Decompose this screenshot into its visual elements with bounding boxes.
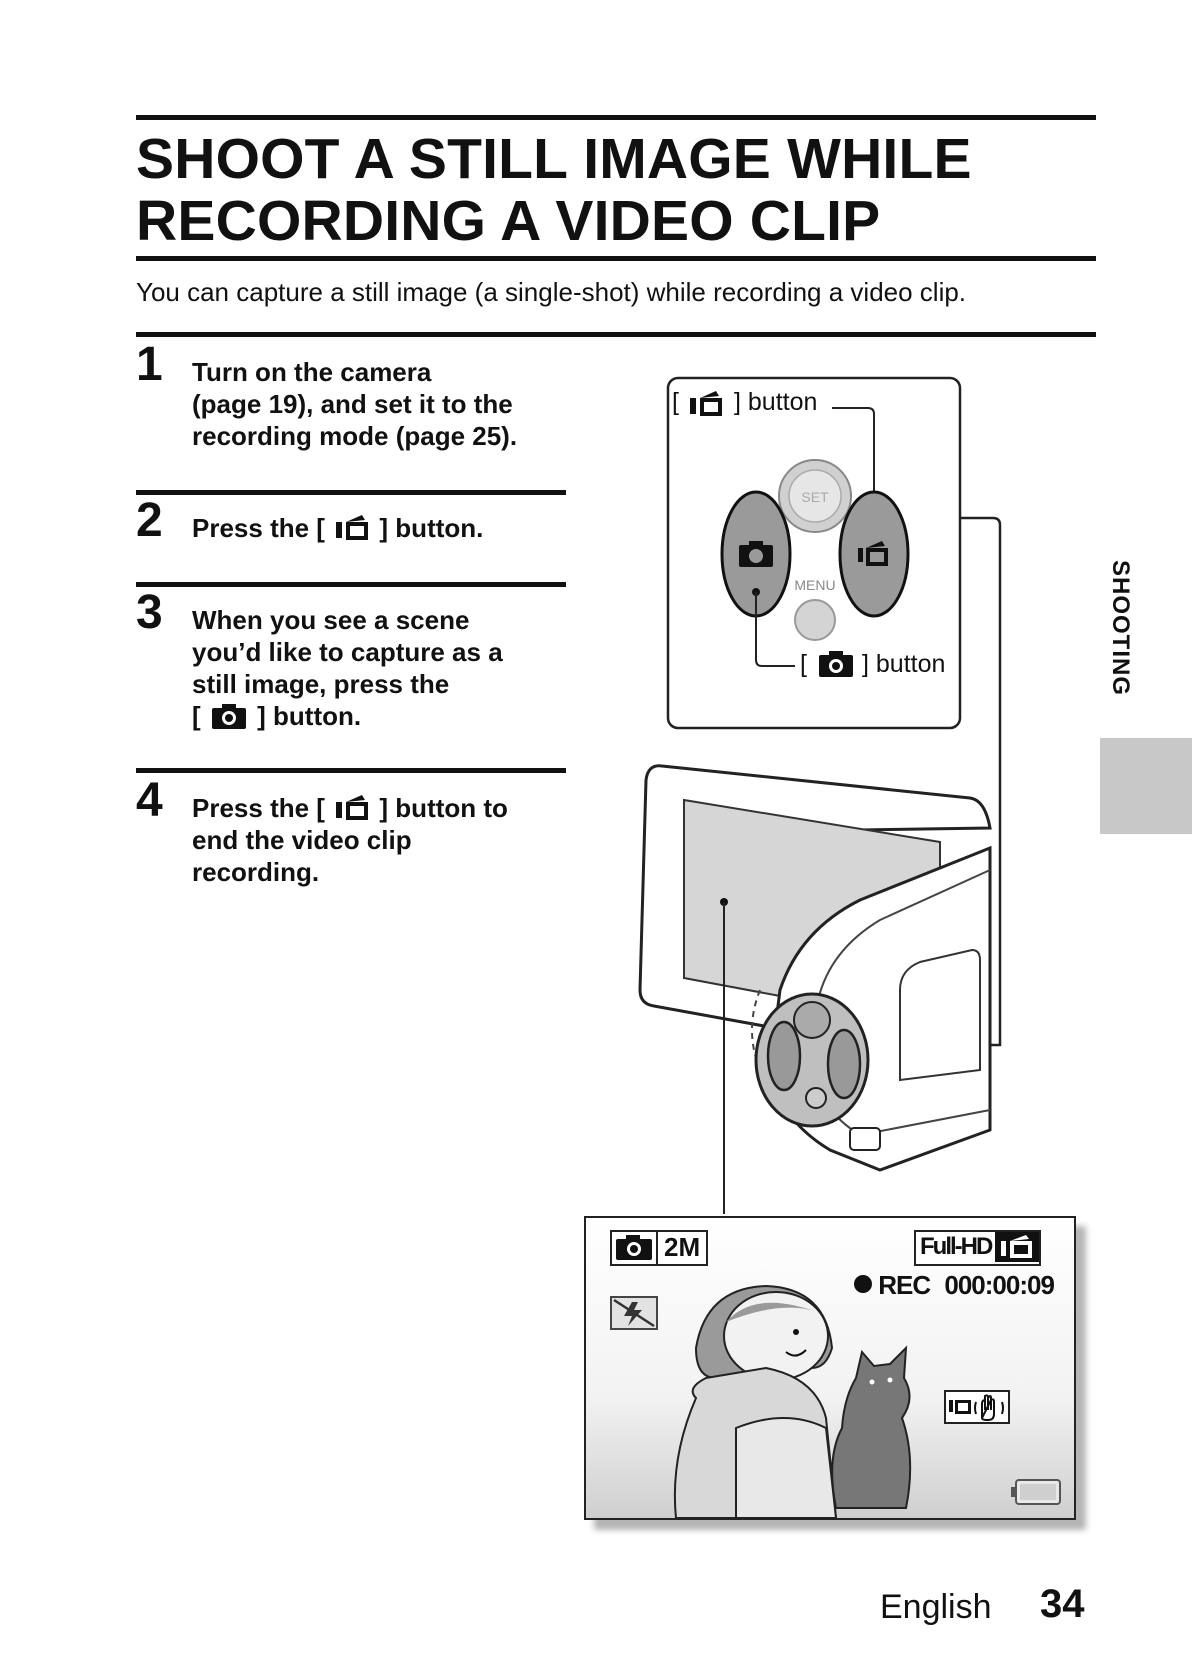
step-line: recording mode (page 25). — [192, 421, 518, 451]
step-suffix: ] button. — [257, 701, 362, 731]
video-mode-indicator: Full-HD — [914, 1230, 1042, 1266]
video-camera-icon — [995, 1232, 1040, 1262]
photo-mode-indicator: 2M — [610, 1230, 709, 1266]
step-line: recording. — [192, 857, 320, 887]
stabilizer-icon — [944, 1390, 1010, 1424]
step-line: Turn on the camera — [192, 357, 432, 387]
set-label: SET — [801, 489, 829, 505]
menu-button — [794, 599, 836, 641]
rec-status: REC 000:00:09 — [854, 1270, 1055, 1300]
set-dial-center — [788, 469, 842, 523]
cat-illustration — [831, 1345, 912, 1509]
diagram-bracket-open: [ — [672, 388, 679, 416]
girl-illustration — [673, 1284, 838, 1518]
resolution-badge: 2M — [656, 1232, 706, 1264]
step-text: Turn on the camera (page 19), and set it… — [192, 356, 572, 452]
menu-label: MENU — [794, 577, 835, 593]
step-text: Press the [ ] button to end the video cl… — [192, 792, 572, 888]
photo-camera-icon — [211, 704, 246, 729]
step-divider — [136, 768, 566, 773]
step-prefix: Press the [ — [192, 513, 325, 543]
step-line: still image, press the — [192, 669, 450, 699]
side-tab-marker — [1100, 738, 1192, 834]
side-tab-label: SHOOTING — [1107, 560, 1134, 697]
recording-screen: 2M Full-HD REC 000:00:09 — [584, 1216, 1076, 1520]
video-camera-icon — [858, 541, 888, 566]
title-bottom-rule — [136, 256, 1096, 261]
step-line: (page 19), and set it to the — [192, 389, 513, 419]
intro-text: You can capture a still image (a single-… — [136, 277, 967, 307]
step-divider — [136, 490, 566, 495]
page-number: 34 — [1040, 1582, 1085, 1626]
step-divider — [136, 582, 566, 587]
title-top-rule — [136, 115, 1096, 120]
page-title-line-2: RECORDING A VIDEO CLIP — [136, 189, 881, 253]
step-number: 3 — [136, 586, 163, 639]
camera-side-panel — [899, 948, 981, 1082]
cluster-photo-button — [766, 1020, 802, 1092]
video-label-leader — [832, 407, 875, 512]
video-camera-icon — [336, 515, 369, 540]
footer-language: English — [880, 1588, 992, 1626]
diagram-bracket-open: [ — [800, 650, 807, 678]
step-prefix: [ — [192, 701, 201, 731]
fullhd-badge: Full-HD — [920, 1233, 993, 1260]
rec-label: REC — [878, 1270, 931, 1300]
cluster-set-dial — [793, 1001, 831, 1039]
cluster-video-button — [826, 1028, 862, 1100]
step-line: When you see a scene — [192, 605, 470, 635]
battery-icon — [1011, 1479, 1061, 1505]
screen-scene — [673, 1284, 912, 1518]
video-button-label: ] button — [734, 388, 817, 416]
button-callout-box — [666, 376, 962, 730]
step-prefix: Press the [ — [192, 793, 325, 823]
step-text: When you see a scene you’d like to captu… — [192, 604, 572, 732]
step-line: end the video clip — [192, 825, 412, 855]
camera-jack — [849, 1127, 881, 1151]
intro-bottom-rule — [136, 332, 1096, 337]
rec-time: 000:00:09 — [944, 1270, 1055, 1300]
step-line: [ ] button. — [192, 700, 572, 732]
step-line: you’d like to capture as a — [192, 637, 503, 667]
page-title: SHOOT A STILL IMAGE WHILE RECORDING A VI… — [136, 128, 1096, 252]
step-number: 4 — [136, 774, 163, 827]
camera-illustration: [ ] button SET MENU [ ] button — [638, 376, 1002, 1214]
photo-camera-icon — [819, 651, 853, 677]
step-text: Press the [ ] button. — [192, 512, 572, 544]
callout-connector — [880, 516, 1002, 1047]
photo-camera-icon — [739, 541, 773, 567]
video-camera-icon — [336, 795, 369, 820]
step-line: Press the [ ] button. — [192, 512, 572, 544]
cluster-menu-button — [805, 1087, 827, 1109]
page-title-line-1: SHOOT A STILL IMAGE WHILE — [136, 127, 972, 191]
step-suffix: ] button. — [379, 513, 484, 543]
flash-off-icon — [610, 1296, 658, 1330]
photo-button-label: ] button — [862, 650, 945, 678]
video-camera-icon — [690, 391, 722, 416]
step-number: 2 — [136, 494, 163, 547]
photo-camera-icon — [612, 1232, 656, 1262]
photo-label-leader — [755, 592, 795, 667]
rec-dot-icon — [854, 1275, 872, 1293]
step-suffix: ] button to — [379, 793, 508, 823]
step-line: Press the [ ] button to — [192, 792, 572, 824]
step-number: 1 — [136, 338, 163, 391]
